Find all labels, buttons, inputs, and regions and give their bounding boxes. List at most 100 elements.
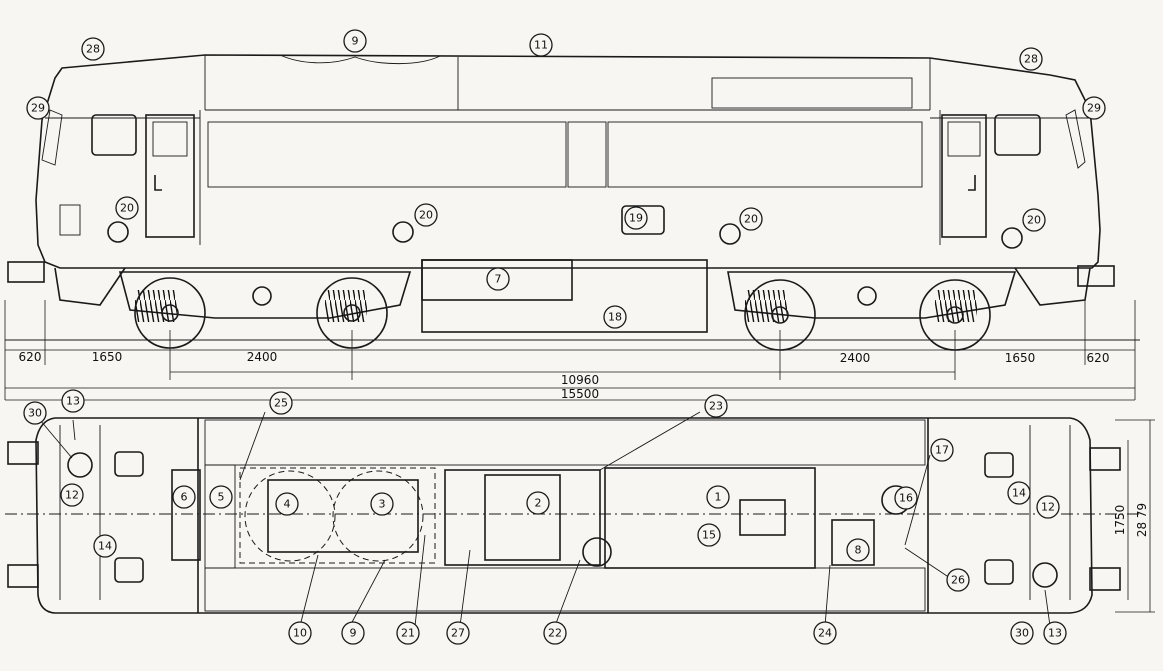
callout-number: 27 xyxy=(451,627,465,640)
cab-door-right xyxy=(941,114,987,238)
callout-circle xyxy=(61,389,85,413)
callout-circle xyxy=(1036,495,1060,519)
callout-circle xyxy=(846,538,870,562)
plan-buffer-3 xyxy=(1089,447,1121,471)
callout-circle xyxy=(288,621,312,645)
dim-2400-left: 2400 xyxy=(247,350,278,364)
callout-plan-10: 10 xyxy=(288,621,312,645)
bogie-pivot-right xyxy=(857,286,877,306)
radiator-outline xyxy=(239,467,436,564)
callout-side-20: 20 xyxy=(414,203,438,227)
callout-circle xyxy=(1007,481,1031,505)
generator-2 xyxy=(444,469,601,566)
callout-circle xyxy=(543,621,567,645)
callout-circle xyxy=(697,523,721,547)
dim-620-right: 620 xyxy=(1087,351,1110,365)
callout-plan-30: 30 xyxy=(1010,621,1034,645)
callout-number: 14 xyxy=(98,540,112,553)
callout-circle xyxy=(115,196,139,220)
callout-number: 3 xyxy=(379,498,386,511)
callout-number: 12 xyxy=(65,489,79,502)
callout-number: 10 xyxy=(293,627,307,640)
bogie-left-spring-1 xyxy=(135,290,177,322)
radiator-core xyxy=(267,479,419,553)
callout-number: 29 xyxy=(1087,102,1101,115)
side-panel-center xyxy=(567,121,607,188)
callout-number: 16 xyxy=(899,492,913,505)
front-windows xyxy=(41,109,1086,169)
callout-circle xyxy=(1043,621,1067,645)
callout-plan-13: 13 xyxy=(61,389,85,413)
callout-number: 17 xyxy=(935,444,949,457)
callout-plan-8: 8 xyxy=(846,538,870,562)
callout-circle xyxy=(275,492,299,516)
callout-circle xyxy=(269,391,293,415)
bogie-left-spring-2 xyxy=(325,290,367,322)
dim-620-left: 620 xyxy=(19,350,42,364)
seat-right-2 xyxy=(984,559,1014,585)
dim-1650-left: 1650 xyxy=(92,350,123,364)
fan-3 xyxy=(332,470,424,562)
wheel-1-hub xyxy=(161,304,179,322)
walkway-bottom xyxy=(204,567,926,612)
callout-number: 2 xyxy=(535,497,542,510)
callout-plan-30: 30 xyxy=(23,401,47,425)
callout-circle xyxy=(396,621,420,645)
door-handle-left xyxy=(154,175,162,191)
callout-circle xyxy=(1019,47,1043,71)
porthole-3 xyxy=(719,223,741,245)
callout-circle xyxy=(26,96,50,120)
seat-left-1 xyxy=(114,451,144,477)
callout-number: 15 xyxy=(702,529,716,542)
callout-number: 26 xyxy=(951,574,965,587)
dim-2879: 28 79 xyxy=(1135,503,1149,537)
callout-side-20: 20 xyxy=(739,207,763,231)
callout-circle xyxy=(1010,621,1034,645)
seat-left-2 xyxy=(114,557,144,583)
cooler-block xyxy=(204,464,236,569)
callout-number: 13 xyxy=(1048,627,1062,640)
frame-right xyxy=(1014,267,1091,306)
callout-number: 19 xyxy=(629,212,643,225)
engine-turbo xyxy=(739,499,786,536)
callout-circle xyxy=(739,207,763,231)
callout-plan-12: 12 xyxy=(1036,495,1060,519)
callout-number: 28 xyxy=(86,43,100,56)
pump-22 xyxy=(582,537,612,567)
buffer-right xyxy=(1077,265,1115,287)
callout-circle xyxy=(341,621,365,645)
callout-side-29: 29 xyxy=(26,96,50,120)
callout-side-28: 28 xyxy=(1019,47,1043,71)
dim-15500: 15500 xyxy=(561,387,599,401)
callout-circle xyxy=(706,485,730,509)
walkway-top xyxy=(204,419,926,466)
frame-left xyxy=(54,267,126,306)
callout-side-20: 20 xyxy=(1022,208,1046,232)
body-outline xyxy=(35,54,1101,269)
fan-4 xyxy=(244,470,336,562)
dim-1750: 1750 xyxy=(1113,505,1127,536)
handbrake-wheel-right xyxy=(1032,562,1058,588)
callout-side-28: 28 xyxy=(81,37,105,61)
leader-lines xyxy=(39,411,1051,627)
door-window-right xyxy=(947,121,981,157)
callout-number: 29 xyxy=(31,102,45,115)
callout-number: 20 xyxy=(419,209,433,222)
callout-circle xyxy=(23,401,47,425)
callout-plan-16: 16 xyxy=(894,486,918,510)
block-6 xyxy=(171,469,201,561)
callout-circle xyxy=(343,29,367,53)
wheel-4-hub xyxy=(946,306,964,324)
callout-number: 4 xyxy=(284,498,291,511)
callout-plan-22: 22 xyxy=(543,621,567,645)
buffer-left xyxy=(7,261,45,283)
plan-view xyxy=(5,411,1140,627)
callout-circle xyxy=(946,568,970,592)
callout-circle xyxy=(526,491,550,515)
callout-side-18: 18 xyxy=(603,305,627,329)
callout-number: 9 xyxy=(352,35,359,48)
bogie-right-spring-1 xyxy=(745,290,787,322)
callout-number: 9 xyxy=(350,627,357,640)
callout-number: 25 xyxy=(274,397,288,410)
